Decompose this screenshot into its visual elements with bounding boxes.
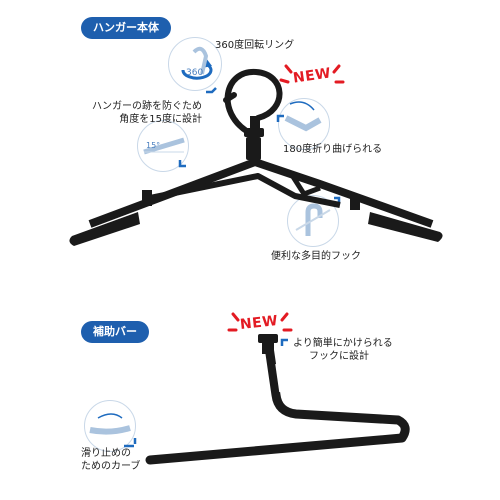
section-label-main: ハンガー本体 [81, 17, 171, 39]
hanger-body [69, 68, 443, 246]
new-burst-marks-top [279, 64, 345, 84]
callout-angle: ハンガーの跡を防ぐため 角度を15度に設計 [92, 100, 202, 126]
rotation-badge: 360 [186, 68, 203, 78]
callout-hook: 便利な多目的フック [271, 251, 361, 262]
auxiliary-bar [145, 334, 410, 465]
section-label-aux: 補助バー [81, 321, 149, 343]
new-burst-marks-bottom [227, 312, 293, 332]
callout-angle-line2: 角度を15度に設計 [119, 114, 202, 125]
fold-detail-icon [284, 101, 322, 132]
callout-anti-slip: 滑り止めの ためのカーブ [81, 447, 140, 473]
callout-easy-hook: より簡単にかけられる フックに設計 [293, 337, 393, 363]
rotation-ring-icon [181, 46, 213, 80]
hook-detail-icon [295, 203, 331, 236]
callout-angle-line1: ハンガーの跡を防ぐため [92, 101, 202, 112]
detail-circle-rotation [168, 37, 222, 91]
curve-detail-icon [89, 413, 131, 435]
callout-anti-slip-line1: 滑り止めの [81, 448, 131, 459]
angle-badge: 15° [146, 141, 160, 150]
angle-detail-icon [143, 137, 185, 155]
callout-easy-hook-line1: より簡単にかけられる [293, 338, 393, 349]
callout-anti-slip-line2: ためのカーブ [81, 461, 141, 472]
callout-rotating-ring: 360度回転リング [215, 40, 295, 51]
callout-easy-hook-line2: フックに設計 [309, 351, 369, 362]
callout-fold: 180度折り曲げられる [283, 144, 383, 155]
